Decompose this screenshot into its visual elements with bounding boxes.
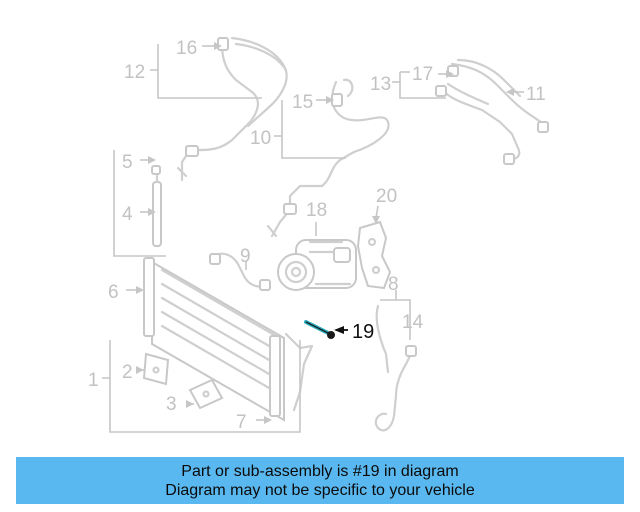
callout-14: 14 <box>402 312 424 333</box>
callout-5: 5 <box>122 152 133 173</box>
callout-6: 6 <box>108 282 119 303</box>
hose-assembly-12 <box>176 36 288 182</box>
receiver-drier <box>151 165 162 247</box>
info-banner: Part or sub-assembly is #19 in diagram D… <box>16 457 624 504</box>
callout-13: 13 <box>370 74 391 95</box>
compressor <box>277 239 357 291</box>
callout-4: 4 <box>122 204 133 225</box>
hose-assembly-10 <box>266 78 390 238</box>
banner-line-part: Part or sub-assembly is #19 in diagram <box>181 462 459 480</box>
callout-12: 12 <box>124 62 145 83</box>
callout-9: 9 <box>240 246 251 267</box>
callout-1: 1 <box>88 370 99 391</box>
hose-assembly-8 <box>374 304 417 432</box>
callout-10: 10 <box>250 128 271 149</box>
condenser <box>143 257 314 422</box>
callout-11: 11 <box>526 84 546 105</box>
bolt-part-19[interactable] <box>304 320 335 339</box>
callout-17: 17 <box>412 64 433 85</box>
hose-9 <box>209 252 271 291</box>
banner-line-disclaimer: Diagram may not be specific to your vehi… <box>165 481 475 499</box>
hose-assembly-11 <box>435 58 549 165</box>
mount-bracket-2 <box>142 352 170 386</box>
callout-3: 3 <box>166 394 177 415</box>
callout-8: 8 <box>388 274 399 295</box>
mount-bracket-3 <box>188 378 224 410</box>
callout-16: 16 <box>176 38 197 59</box>
callout-20: 20 <box>376 186 397 207</box>
callout-19: 19 <box>352 321 374 343</box>
callout-7: 7 <box>236 412 247 433</box>
callout-18: 18 <box>306 200 327 221</box>
bracket <box>356 220 392 290</box>
callout-2: 2 <box>122 362 133 383</box>
callout-15: 15 <box>292 92 313 113</box>
